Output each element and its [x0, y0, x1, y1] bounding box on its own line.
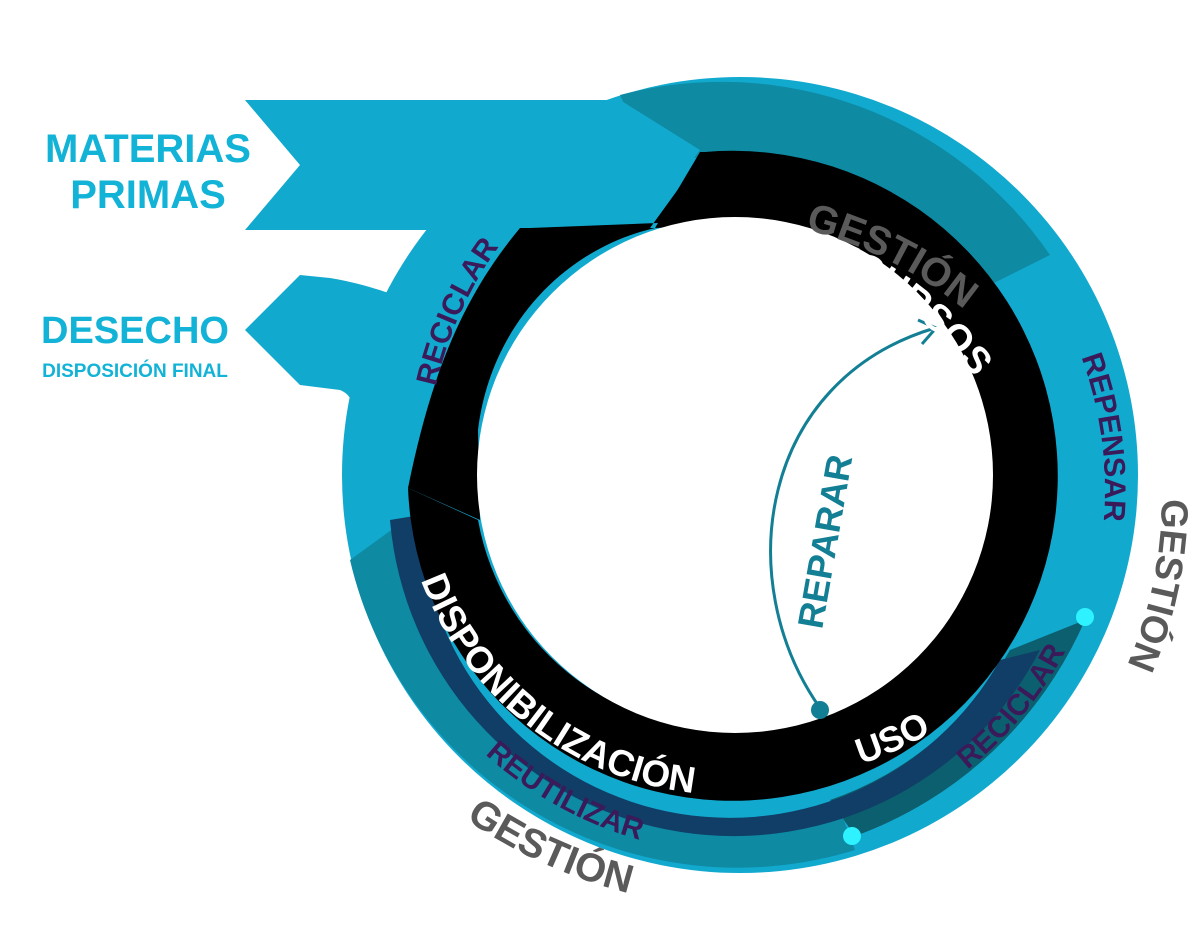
- reparar-arrowhead: [917, 318, 939, 345]
- reparar-arrow: [769, 326, 936, 709]
- reparar-start-dot: [811, 701, 829, 719]
- disposicion-label: DISPOSICIÓN FINAL: [42, 360, 228, 382]
- materias-label-line1: MATERIAS: [45, 127, 251, 171]
- materias-primas-arrow: [245, 100, 700, 230]
- accent-dot-bottom: [843, 827, 861, 845]
- inner-white-center: [477, 217, 993, 733]
- desecho-arrow: [245, 275, 420, 420]
- materias-label-line2: PRIMAS: [70, 173, 226, 217]
- inner-ring-black-left: [408, 228, 655, 520]
- accent-dot-right: [1076, 608, 1094, 626]
- desecho-label: DESECHO: [41, 310, 229, 352]
